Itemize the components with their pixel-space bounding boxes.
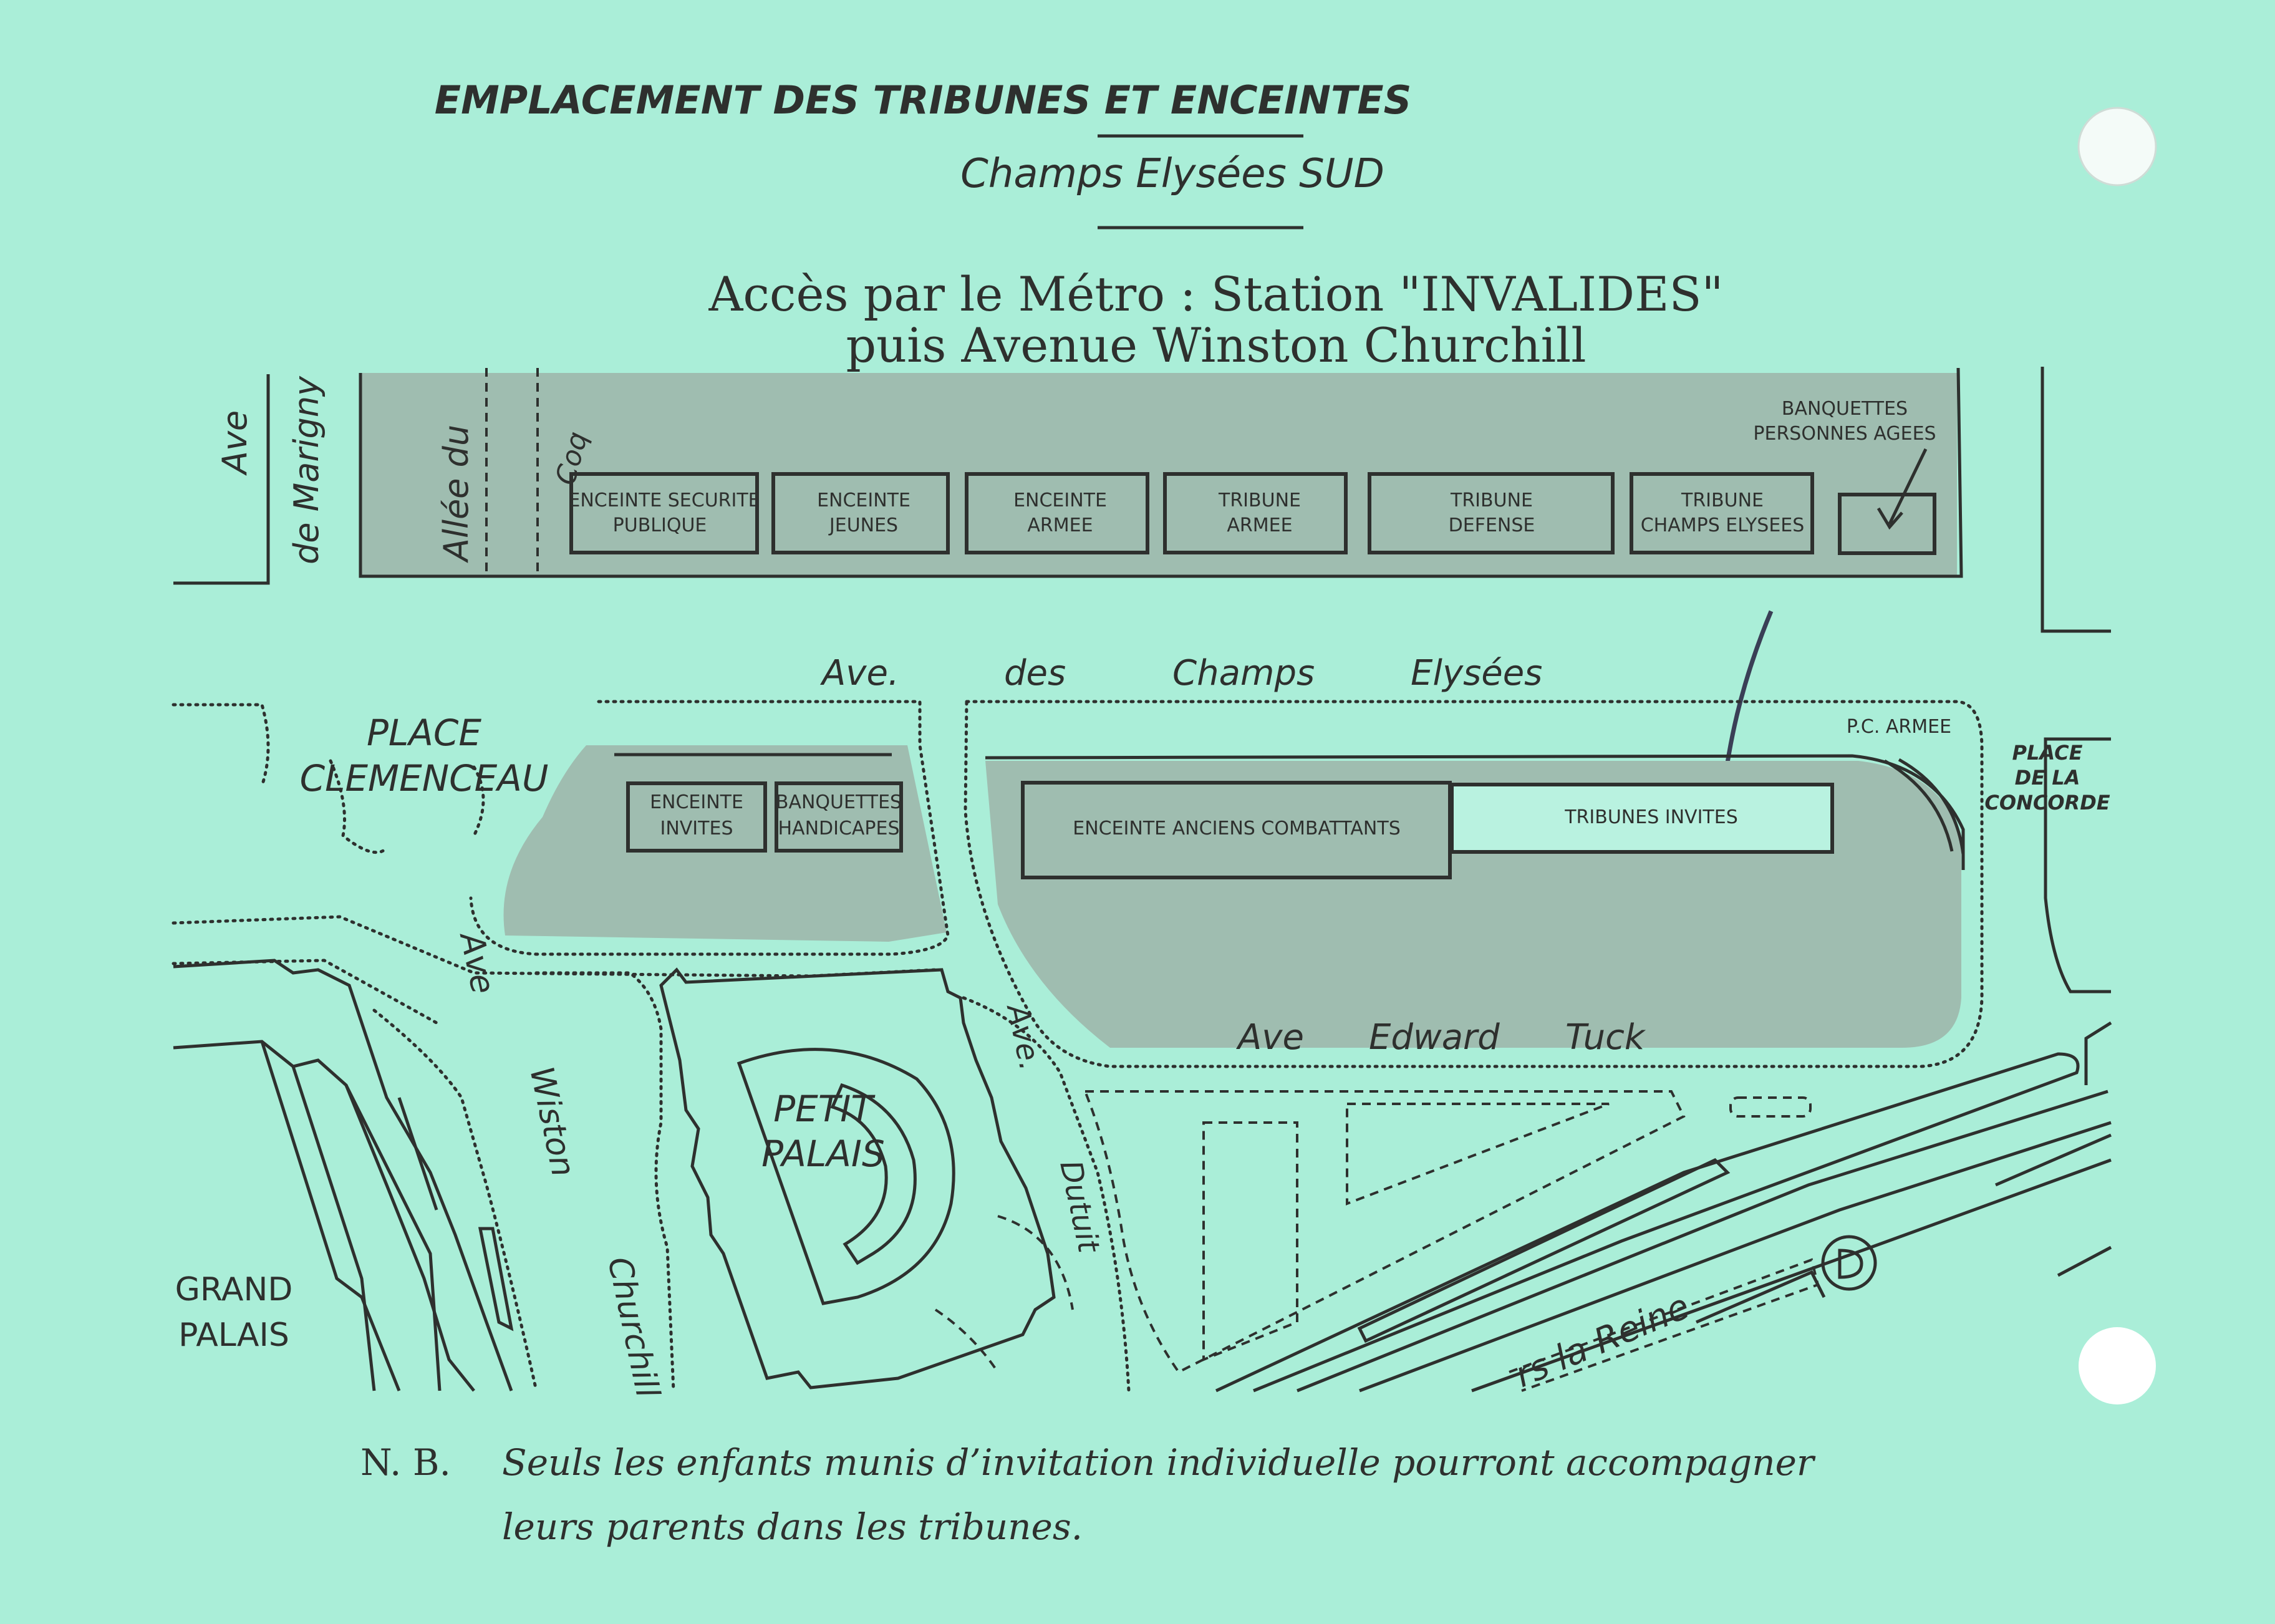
ave-marigny-label-2: de Marigny — [287, 375, 326, 564]
svg-text:TRIBUNES INVITES: TRIBUNES INVITES — [1564, 806, 1738, 828]
note-prefix: N. B. — [360, 1441, 451, 1484]
banquettes-personnes-agees-box — [1838, 493, 1936, 555]
edward-tuck-label-2: Edward — [1369, 1017, 1500, 1058]
south-left-zone — [503, 745, 947, 942]
page-title: EMPLACEMENT DES TRIBUNES ET ENCEINTES — [435, 77, 1412, 123]
concorde-curb-bottom — [2044, 737, 2111, 993]
grand-palais-label-2: PALAIS — [178, 1317, 289, 1354]
edward-tuck-label-1: Ave — [1236, 1017, 1304, 1058]
petit-palais-label-1: PETIT — [773, 1088, 876, 1130]
tribune-defense-box: TRIBUNE DEFENSE — [1368, 472, 1615, 554]
grand-palais-label-1: GRAND — [175, 1271, 293, 1308]
garden-block-1 — [1083, 1090, 1686, 1374]
svg-text:ENCEINTE: ENCEINTE — [1013, 490, 1107, 511]
note-line-2: leurs parents dans les tribunes. — [502, 1506, 1083, 1548]
place-clemenceau-label-2: CLEMENCEAU — [300, 757, 549, 800]
path-left-1 — [171, 703, 270, 788]
grand-palais-building — [173, 959, 514, 1392]
winston-label-1: Ave — [452, 927, 502, 997]
path-champs-loop — [964, 700, 1984, 1068]
champs-label-3: Champs — [1172, 653, 1315, 694]
banquettes-handicapes-box: BANQUETTES HANDICAPES — [775, 781, 903, 853]
path-winston-e — [534, 971, 675, 1393]
svg-text:ENCEINTE: ENCEINTE — [817, 490, 910, 511]
pc-armee-curve — [1883, 758, 1965, 855]
banquettes-agees-label-2: PERSONNES AGEES — [1753, 423, 1936, 445]
champs-label-2: des — [1004, 653, 1066, 694]
svg-text:PUBLIQUE: PUBLIQUE — [613, 515, 707, 536]
petit-palais-building — [659, 967, 1056, 1390]
winston-label-3: Churchill — [600, 1254, 666, 1401]
svg-text:BANQUETTES: BANQUETTES — [776, 791, 902, 813]
monument-d — [1821, 1235, 1877, 1291]
punch-hole-top — [2077, 107, 2157, 186]
tribune-armee-box: TRIBUNE ARMEE — [1163, 472, 1348, 554]
svg-text:TRIBUNE: TRIBUNE — [1681, 490, 1764, 511]
access-line-1: Accès par le Métro : Station "INVALIDES" — [708, 266, 1723, 322]
garden-block-5 — [997, 1215, 1074, 1310]
edward-tuck-label-3: Tuck — [1565, 1017, 1646, 1058]
pc-armee-label: P.C. ARMEE — [1847, 716, 1951, 738]
svg-text:JEUNES: JEUNES — [828, 515, 898, 536]
garden-block-4 — [934, 1308, 999, 1373]
garden-block-2 — [1346, 1103, 1610, 1206]
north-enclosure-zone — [359, 367, 1963, 578]
svg-text:TRIBUNE: TRIBUNE — [1218, 490, 1301, 511]
svg-text:INVITES: INVITES — [660, 818, 733, 839]
tribunes-invites-box: TRIBUNES INVITES — [1450, 783, 1834, 854]
svg-text:HANDICAPES: HANDICAPES — [778, 818, 899, 839]
enceinte-armee-box: ENCEINTE ARMEE — [965, 472, 1149, 554]
path-clemenceau-2 — [472, 765, 485, 838]
ave-marigny-curb — [173, 374, 270, 585]
kiosk-block — [1729, 1096, 1812, 1118]
path-mid-2 — [171, 959, 438, 1025]
banquettes-agees-label-1: BANQUETTES — [1782, 398, 1908, 420]
winston-label-2: Wiston — [522, 1063, 582, 1180]
page-subtitle: Champs Elysées SUD — [960, 151, 1384, 197]
cours-la-reine-roads — [1215, 1021, 2112, 1393]
enceinte-jeunes-box: ENCEINTE JEUNES — [771, 472, 950, 554]
svg-text:TRIBUNE: TRIBUNE — [1450, 490, 1533, 511]
enceinte-anciens-combattants-box: ENCEINTE ANCIENS COMBATTANTS — [1021, 781, 1452, 879]
access-line-2: puis Avenue Winston Churchill — [846, 317, 1586, 373]
svg-text:ENCEINTE SECURITE: ENCEINTE SECURITE — [568, 490, 760, 511]
reine-dashed-strip — [1509, 1258, 1820, 1392]
champs-label-1: Ave. — [820, 653, 899, 694]
svg-text:ENCEINTE: ENCEINTE — [650, 791, 743, 813]
punch-hole-bottom — [2079, 1327, 2156, 1404]
ave-marigny-label-1: Ave — [215, 410, 254, 476]
path-left-2 — [469, 700, 950, 956]
place-concorde-label-3: CONCORDE — [1984, 791, 2110, 814]
svg-text:ARMEE: ARMEE — [1027, 515, 1093, 536]
place-concorde-label-1: PLACE — [2012, 741, 2083, 765]
svg-text:ARMEE: ARMEE — [1227, 515, 1292, 536]
garden-block-3 — [1202, 1121, 1298, 1361]
place-concorde-label-2: DE LA — [2015, 766, 2080, 790]
note-line-1: Seuls les enfants munis d’invitation ind… — [502, 1441, 1816, 1484]
svg-text:CHAMPS ELYSEES: CHAMPS ELYSEES — [1641, 515, 1805, 536]
enceinte-invites-box: ENCEINTE INVITES — [626, 781, 767, 853]
path-clemenceau — [329, 759, 389, 854]
banquettes-arrow — [1877, 448, 1928, 530]
petit-palais-label-2: PALAIS — [761, 1133, 885, 1175]
dutuit-label-1: Ave. — [1000, 1000, 1048, 1073]
tribune-champs-elysees-box: TRIBUNE CHAMPS ELYSEES — [1630, 472, 1814, 554]
concorde-curb-top — [2041, 367, 2111, 633]
cours-la-reine-label: rs la Reine — [1509, 1286, 1695, 1396]
champs-label-4: Elysées — [1411, 653, 1542, 694]
place-clemenceau-label-1: PLACE — [367, 712, 481, 754]
enceinte-securite-publique-box: ENCEINTE SECURITE PUBLIQUE — [568, 472, 760, 554]
allee-coq-label-1: Allée du — [437, 425, 476, 563]
svg-text:DEFENSE: DEFENSE — [1449, 515, 1535, 536]
svg-text:ENCEINTE ANCIENS COMBATTANTS: ENCEINTE ANCIENS COMBATTANTS — [1073, 818, 1400, 839]
path-winston-w — [372, 1008, 538, 1393]
